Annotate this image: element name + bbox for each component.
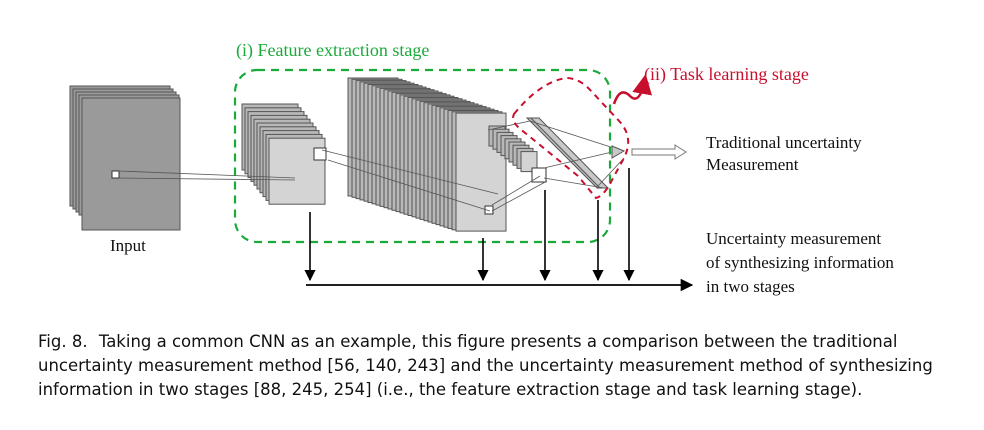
conv-layer-3-feature-map	[520, 151, 538, 173]
conv-layer-2-feature-map	[455, 112, 507, 232]
input-image-stack	[69, 85, 181, 231]
conv-layer-1-kernel-marker	[313, 147, 327, 161]
receptive-field-lines	[118, 149, 548, 212]
figure-caption: Fig. 8. Taking a common CNN as an exampl…	[38, 330, 958, 402]
synthesizing-uncertainty-label-line-2: of synthesizing information	[706, 253, 894, 272]
task-stage-pointer-arrow	[612, 74, 653, 105]
feature-extraction-stage-label: (i) Feature extraction stage	[236, 40, 430, 60]
figure-number: Fig. 8.	[38, 332, 88, 351]
synthesizing-uncertainty-label-line-1: Uncertainty measurement	[706, 229, 882, 248]
traditional-uncertainty-label-line-1: Traditional uncertainty	[706, 133, 862, 152]
input-label: Input	[110, 236, 146, 255]
conv-layer-2-stack	[347, 77, 507, 232]
conv-layer-3-stack	[488, 125, 547, 183]
task-learning-stage-label: (ii) Task learning stage	[644, 64, 809, 84]
stage-information-arrows	[304, 168, 635, 282]
traditional-uncertainty-label-line-2: Measurement	[706, 155, 799, 174]
traditional-output-arrow	[631, 144, 687, 160]
feature-extraction-stage-box	[233, 68, 612, 244]
conv-layer-1-stack	[241, 103, 327, 205]
synthesizing-uncertainty-label-line-3: in two stages	[706, 277, 795, 296]
task-learning-stage-box	[512, 76, 630, 200]
dense-layer	[487, 117, 626, 189]
cnn-uncertainty-diagram	[69, 68, 694, 292]
caption-text: Taking a common CNN as an example, this …	[38, 332, 933, 399]
